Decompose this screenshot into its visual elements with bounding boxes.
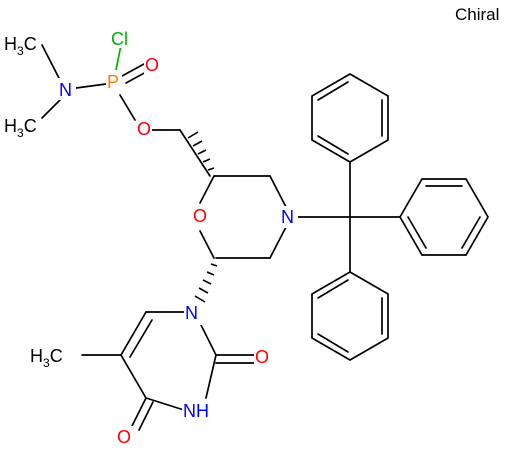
bond-c6p-c5p-inner (129, 319, 153, 358)
bond-p-o-double-a (121, 63, 145, 77)
atom-o-carbonyl2: O (255, 347, 269, 367)
atom-n-morpholine: N (281, 207, 294, 227)
bond-p-n (75, 83, 107, 89)
bond-c6p-c5p (120, 311, 147, 356)
methyl-bottom: H3C (4, 116, 37, 140)
phenyl-bottom-double-2 (317, 333, 349, 353)
atom-nh: NH (183, 401, 209, 421)
bond-p-cl (115, 44, 122, 71)
phenyl-right-double-2 (461, 216, 481, 249)
atom-labels: Cl P O O N H3C H3C O N N O O NH H3C (4, 28, 298, 448)
atom-o-ester: O (137, 119, 151, 139)
phenyl-bottom-double-3 (317, 279, 349, 299)
hash-c2-ch2-2 (202, 158, 211, 163)
hash-c6-n1-3 (202, 279, 212, 285)
methyl-pyrimidine: H3C (30, 346, 63, 370)
bonds (41, 44, 489, 431)
bond-c3-n4 (269, 175, 287, 208)
stereo-bonds (187, 131, 218, 303)
bond-c2p-n1 (199, 322, 217, 356)
bond-c4p-o-inner (138, 401, 154, 431)
phenyl-ring-bottom (311, 271, 389, 361)
phenyl-ring-top (311, 73, 389, 163)
atom-n-amine: N (59, 80, 72, 100)
hash-c2-ch2-5 (187, 131, 199, 139)
bond-p-o-ester (119, 94, 136, 121)
atom-p: P (107, 72, 119, 92)
bond-n4-c5 (269, 226, 287, 259)
bond-n-me-top (41, 44, 61, 81)
atom-cl: Cl (111, 29, 128, 49)
hash-c6-n1-2 (206, 271, 215, 276)
hash-c2-ch2-3 (197, 149, 207, 155)
bond-c4p-n3p (145, 397, 185, 411)
hash-c2-ch2-4 (192, 140, 203, 147)
atom-o-double: O (145, 55, 159, 75)
bond-c6-o1 (199, 230, 215, 259)
bond-c4p-o (131, 397, 147, 427)
phenyl-top-double-3 (317, 135, 349, 155)
atom-n-pyrimidine: N (185, 303, 198, 323)
bond-o1-c2 (199, 175, 215, 204)
phenyl-ring-right (399, 178, 489, 256)
bond-n3p-c2p (205, 354, 217, 399)
hash-c6-n1-1 (210, 263, 218, 267)
atom-o-ring: O (193, 206, 207, 226)
phenyl-right-double-3 (407, 216, 427, 249)
methyl-top: H3C (4, 34, 37, 58)
phenyl-top-double-1 (317, 81, 349, 101)
chiral-label: Chiral (455, 5, 499, 24)
bond-ch2-c2 (179, 129, 211, 177)
bond-n-me-bottom (41, 99, 61, 119)
hash-c6-n1-4 (198, 287, 209, 294)
bond-c5p-c4p (120, 354, 147, 399)
hash-c6-n1-5 (194, 295, 206, 303)
hash-c2-ch2-1 (207, 167, 215, 171)
atom-o-carbonyl4: O (117, 427, 131, 447)
